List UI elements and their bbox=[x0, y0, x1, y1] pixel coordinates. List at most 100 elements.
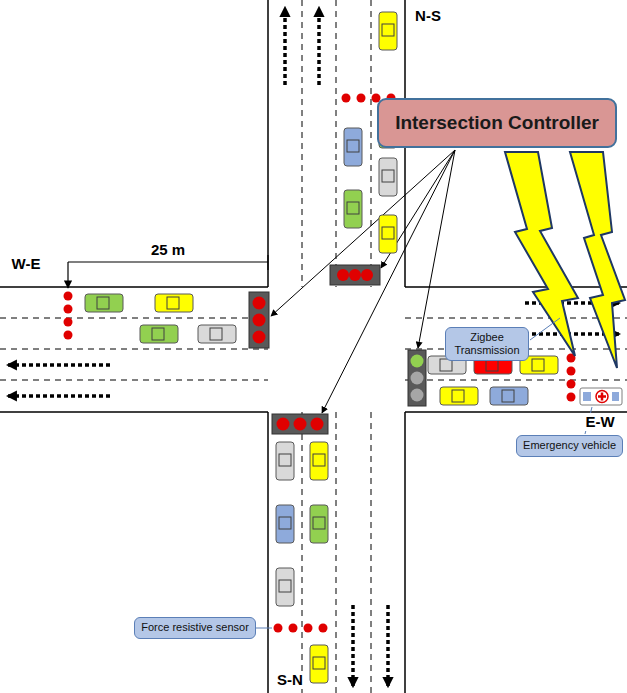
road-label: W-E bbox=[10, 255, 43, 272]
traffic-light bbox=[277, 418, 290, 431]
callout-box: Force resistive sensor bbox=[134, 617, 256, 638]
force-sensor-dots bbox=[357, 94, 366, 103]
lane-divider bbox=[302, 0, 303, 287]
car-roof bbox=[313, 657, 325, 669]
lane-divider bbox=[405, 318, 627, 319]
controller-box: Intersection Controller bbox=[377, 98, 617, 148]
traffic-light bbox=[249, 265, 426, 434]
car bbox=[490, 387, 528, 405]
car-roof bbox=[502, 390, 514, 402]
traffic-light bbox=[253, 314, 266, 327]
car-body bbox=[490, 387, 528, 405]
car-roof bbox=[452, 390, 464, 402]
car-body bbox=[379, 158, 397, 196]
force-sensor-dots bbox=[342, 94, 351, 103]
lane-divider bbox=[371, 0, 372, 287]
node-text: Force resistive sensor bbox=[141, 621, 249, 634]
dimension-line bbox=[68, 261, 268, 262]
car-body bbox=[276, 505, 294, 543]
force-sensor-dots bbox=[64, 305, 73, 314]
car-roof bbox=[382, 227, 394, 239]
car bbox=[276, 568, 294, 606]
car-roof bbox=[347, 140, 359, 152]
force-sensor-dots bbox=[64, 318, 73, 327]
traffic-direction-arrow bbox=[8, 394, 110, 398]
car-roof bbox=[279, 580, 291, 592]
car-roof bbox=[313, 454, 325, 466]
road-edge bbox=[405, 286, 627, 288]
callout-leader bbox=[240, 318, 592, 628]
controller-link-arrow bbox=[271, 150, 455, 316]
car bbox=[344, 190, 362, 228]
car bbox=[310, 505, 328, 543]
ambulance bbox=[612, 392, 619, 401]
dimension-line bbox=[68, 255, 268, 288]
force-sensor-dots bbox=[289, 624, 298, 633]
car-body bbox=[310, 645, 328, 683]
callout-box: Emergency vehicle bbox=[516, 435, 623, 456]
traffic-light bbox=[337, 269, 349, 281]
force-sensor-dots bbox=[64, 331, 73, 340]
force-sensor-dots bbox=[304, 624, 313, 633]
car bbox=[344, 128, 362, 166]
callout-box: Zigbee Transmission bbox=[445, 327, 529, 361]
force-sensor-dots bbox=[567, 393, 576, 402]
car bbox=[276, 505, 294, 543]
force-sensor-dots bbox=[64, 94, 576, 633]
force-sensor-dots bbox=[567, 367, 576, 376]
car bbox=[310, 442, 328, 480]
car-body bbox=[379, 12, 397, 50]
car-body bbox=[155, 294, 193, 312]
car-body bbox=[198, 325, 236, 343]
traffic-light bbox=[294, 418, 307, 431]
car-roof bbox=[347, 202, 359, 214]
road-edge bbox=[0, 411, 268, 413]
car-body bbox=[440, 387, 478, 405]
traffic-light bbox=[253, 297, 266, 310]
car-roof bbox=[382, 24, 394, 36]
ambulance bbox=[580, 388, 622, 405]
traffic-light bbox=[411, 389, 424, 402]
lane-divider bbox=[336, 0, 337, 287]
traffic-direction-arrow bbox=[8, 8, 619, 686]
traffic-direction-arrow bbox=[317, 8, 321, 85]
controller-link-arrow bbox=[271, 150, 455, 413]
car bbox=[155, 294, 193, 312]
traffic-light bbox=[361, 269, 373, 281]
wireless-bolt bbox=[505, 152, 578, 356]
car bbox=[276, 442, 294, 480]
car-roof bbox=[313, 517, 325, 529]
road-edge bbox=[0, 286, 268, 288]
car-roof bbox=[210, 328, 222, 340]
force-sensor-dots bbox=[64, 292, 73, 301]
car-body bbox=[310, 442, 328, 480]
car-body bbox=[379, 215, 397, 253]
force-sensor-dots bbox=[274, 624, 283, 633]
traffic-light bbox=[411, 372, 424, 385]
ambulance bbox=[580, 388, 622, 405]
car-body bbox=[310, 505, 328, 543]
ambulance bbox=[583, 392, 591, 401]
car-roof bbox=[167, 297, 179, 309]
dimension-label: 25 m bbox=[149, 241, 187, 258]
traffic-direction-arrow bbox=[8, 363, 110, 367]
car bbox=[310, 645, 328, 683]
car bbox=[85, 294, 123, 312]
ambulance bbox=[596, 391, 608, 403]
wireless-bolt bbox=[570, 152, 625, 368]
traffic-light bbox=[311, 418, 324, 431]
car bbox=[140, 325, 178, 343]
lane-divider bbox=[405, 380, 627, 381]
car-body bbox=[344, 128, 362, 166]
car-roof bbox=[279, 454, 291, 466]
node-text: Intersection Controller bbox=[395, 112, 599, 134]
car-body bbox=[140, 325, 178, 343]
car bbox=[379, 12, 397, 50]
car bbox=[198, 325, 236, 343]
car-body bbox=[276, 442, 294, 480]
car-body bbox=[276, 568, 294, 606]
